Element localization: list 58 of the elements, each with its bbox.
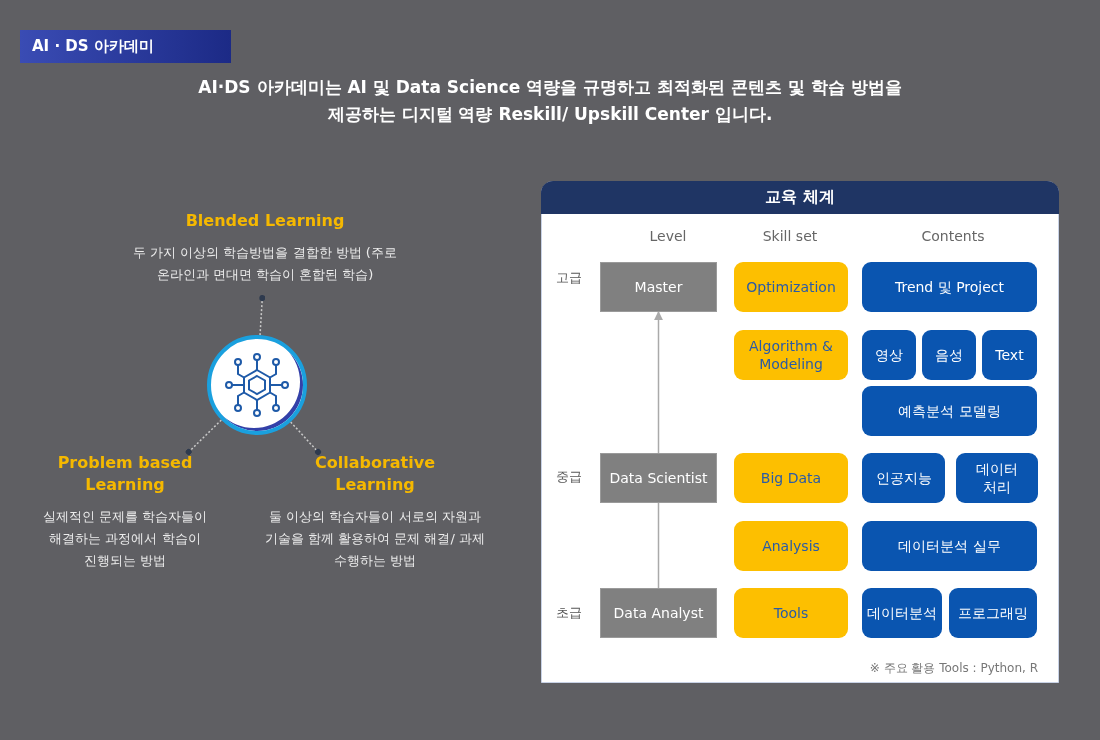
box-label: Optimization — [746, 278, 836, 296]
footnote: ※ 주요 활용 Tools : Python, R — [869, 660, 1038, 677]
grade-label: 중급 — [556, 468, 582, 486]
content-box — [862, 262, 1037, 312]
level-box — [600, 588, 717, 638]
content-box — [862, 453, 945, 503]
method-description: 두 가지 이상의 학습방법을 결합한 방법 (주로 온라인과 면대면 학습이 혼합된 학습) — [132, 244, 398, 284]
box-label: Data Scientist — [609, 469, 708, 487]
column-header: Contents — [920, 228, 986, 244]
box-label: Master — [634, 278, 683, 296]
box-label: Analysis — [762, 537, 820, 555]
box-label: 예측분석 모델링 — [898, 402, 1001, 420]
content-box — [862, 588, 942, 638]
dotted-connector — [259, 295, 266, 336]
intro-text: AI·DS 아카데미는 AI 및 Data Science 역량을 규명하고 최적화된 콘텐츠 및 학습 방법을 제공하는 디지털 역량 Reskill/ Upskill Center 입니다. — [197, 76, 903, 126]
method-heading: Collaborative Learning — [313, 452, 436, 496]
box-label: 데이터분석 실무 — [898, 537, 1001, 555]
content-box — [982, 330, 1037, 380]
dotted-connector — [185, 419, 223, 455]
grade-label: 고급 — [556, 269, 582, 287]
box-label: 영상 — [875, 346, 903, 364]
box-label: Data Analyst — [613, 604, 704, 622]
method-description: 실제적인 문제를 학습자들이 해결하는 과정에서 학습이 진행되는 방법 — [41, 508, 209, 570]
box-label: 프로그래밍 — [958, 604, 1028, 622]
box-label: 데이터 처리 — [975, 460, 1019, 496]
box-label: 데이터분석 — [867, 604, 937, 622]
box-label: Trend 및 Project — [894, 278, 1005, 296]
method-heading: Blended Learning — [184, 210, 346, 232]
panel-title: 교육 체계 — [765, 187, 835, 208]
grade-label: 초급 — [556, 604, 582, 622]
content-box — [862, 330, 916, 380]
content-box — [862, 386, 1037, 436]
level-box — [600, 453, 717, 503]
skill-box — [734, 453, 848, 503]
content-box — [956, 453, 1038, 503]
content-box — [862, 521, 1037, 571]
title-banner: AI · DS 아카데미 — [20, 30, 231, 63]
content-box — [949, 588, 1037, 638]
box-label: Big Data — [760, 469, 822, 487]
level-box — [600, 262, 717, 312]
box-label: Algorithm & Modeling — [748, 337, 834, 373]
box-label: 인공지능 — [875, 469, 932, 487]
skill-box — [734, 588, 848, 638]
column-header: Skill set — [761, 228, 819, 244]
skill-box — [734, 262, 848, 312]
connector-line — [657, 502, 660, 589]
box-label: Tools — [773, 604, 809, 622]
box-label: Text — [995, 346, 1024, 364]
box-label: 음성 — [935, 346, 963, 364]
dotted-connector — [289, 421, 322, 455]
column-header: Level — [648, 228, 688, 244]
skill-box — [734, 330, 848, 380]
content-box — [922, 330, 976, 380]
method-heading: Problem based Learning — [56, 452, 194, 496]
method-description: 둘 이상의 학습자들이 서로의 자원과 기술을 함께 활용하여 문제 해결/ 과제 수행하는 방법 — [263, 508, 486, 570]
skill-box — [734, 521, 848, 571]
arrow — [654, 311, 663, 454]
curriculum-panel — [541, 181, 1059, 683]
